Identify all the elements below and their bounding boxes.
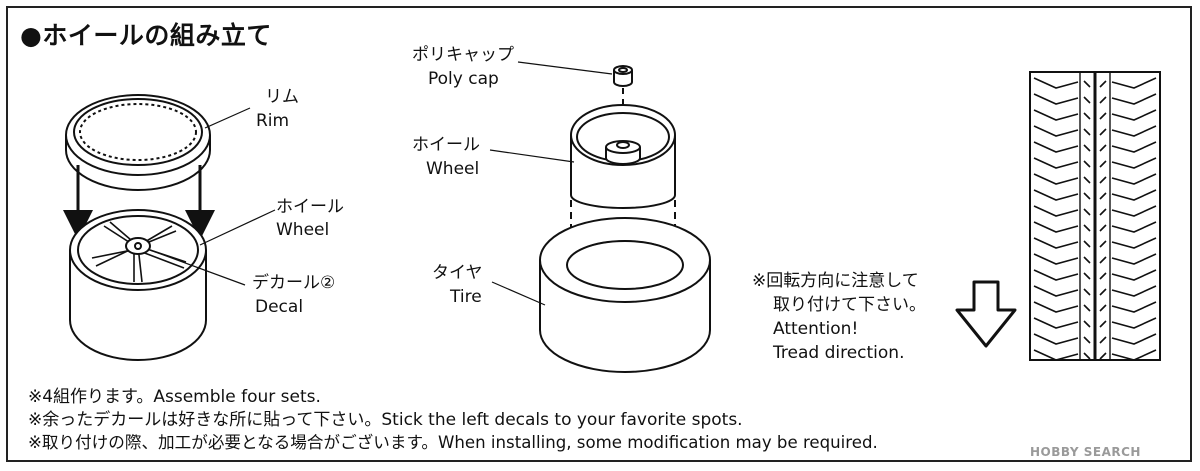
tire-label-en: Tire xyxy=(450,287,482,307)
polycap-leader xyxy=(517,61,613,75)
attention-line-4: Tread direction. xyxy=(773,343,905,363)
rim-illustration xyxy=(65,94,211,191)
wheel-left-label-jp: ホイール xyxy=(276,197,344,217)
rim-label-jp: リム xyxy=(265,87,299,107)
section-title: ●ホイールの組み立て xyxy=(20,21,272,50)
wheel-center-illustration xyxy=(570,104,676,209)
tire-tread-pattern xyxy=(1029,71,1161,361)
hobby-search-watermark: HOBBY SEARCH xyxy=(1030,445,1141,459)
left-assembly-arrows xyxy=(63,165,215,240)
rim-label-en: Rim xyxy=(256,111,290,131)
note-2: ※余ったデカールは好きな所に貼って下さい。Stick the left deca… xyxy=(28,410,743,430)
attention-line-3: Attention! xyxy=(773,319,859,339)
attention-line-1: ※回転方向に注意して xyxy=(752,271,919,291)
polycap-label-jp: ポリキャップ xyxy=(412,45,514,65)
tire-illustration xyxy=(539,217,711,373)
polycap-label-en: Poly cap xyxy=(428,69,499,89)
attention-line-2: 取り付けて下さい。 xyxy=(773,295,926,315)
tread-direction-arrow xyxy=(955,280,1017,348)
note-3: ※取り付けの際、加工が必要となる場合がございます。When installing… xyxy=(28,433,878,452)
decal-leader xyxy=(149,249,246,286)
wheel-left-illustration xyxy=(69,209,207,361)
rim-leader xyxy=(204,107,251,129)
wheel-left-label-en: Wheel xyxy=(276,220,330,240)
decal-label-jp: デカール② xyxy=(252,273,336,293)
wheel-center-leader xyxy=(489,149,575,163)
wheel-center-label-en: Wheel xyxy=(426,159,480,179)
note-1: ※4組作ります。Assemble four sets. xyxy=(28,387,321,407)
decal-label-en: Decal xyxy=(255,297,304,317)
tire-label-jp: タイヤ xyxy=(432,263,483,283)
wheel-left-leader xyxy=(199,209,276,246)
tire-leader xyxy=(491,281,546,306)
polycap-illustration xyxy=(613,65,633,87)
wheel-center-label-jp: ホイール xyxy=(412,135,480,155)
